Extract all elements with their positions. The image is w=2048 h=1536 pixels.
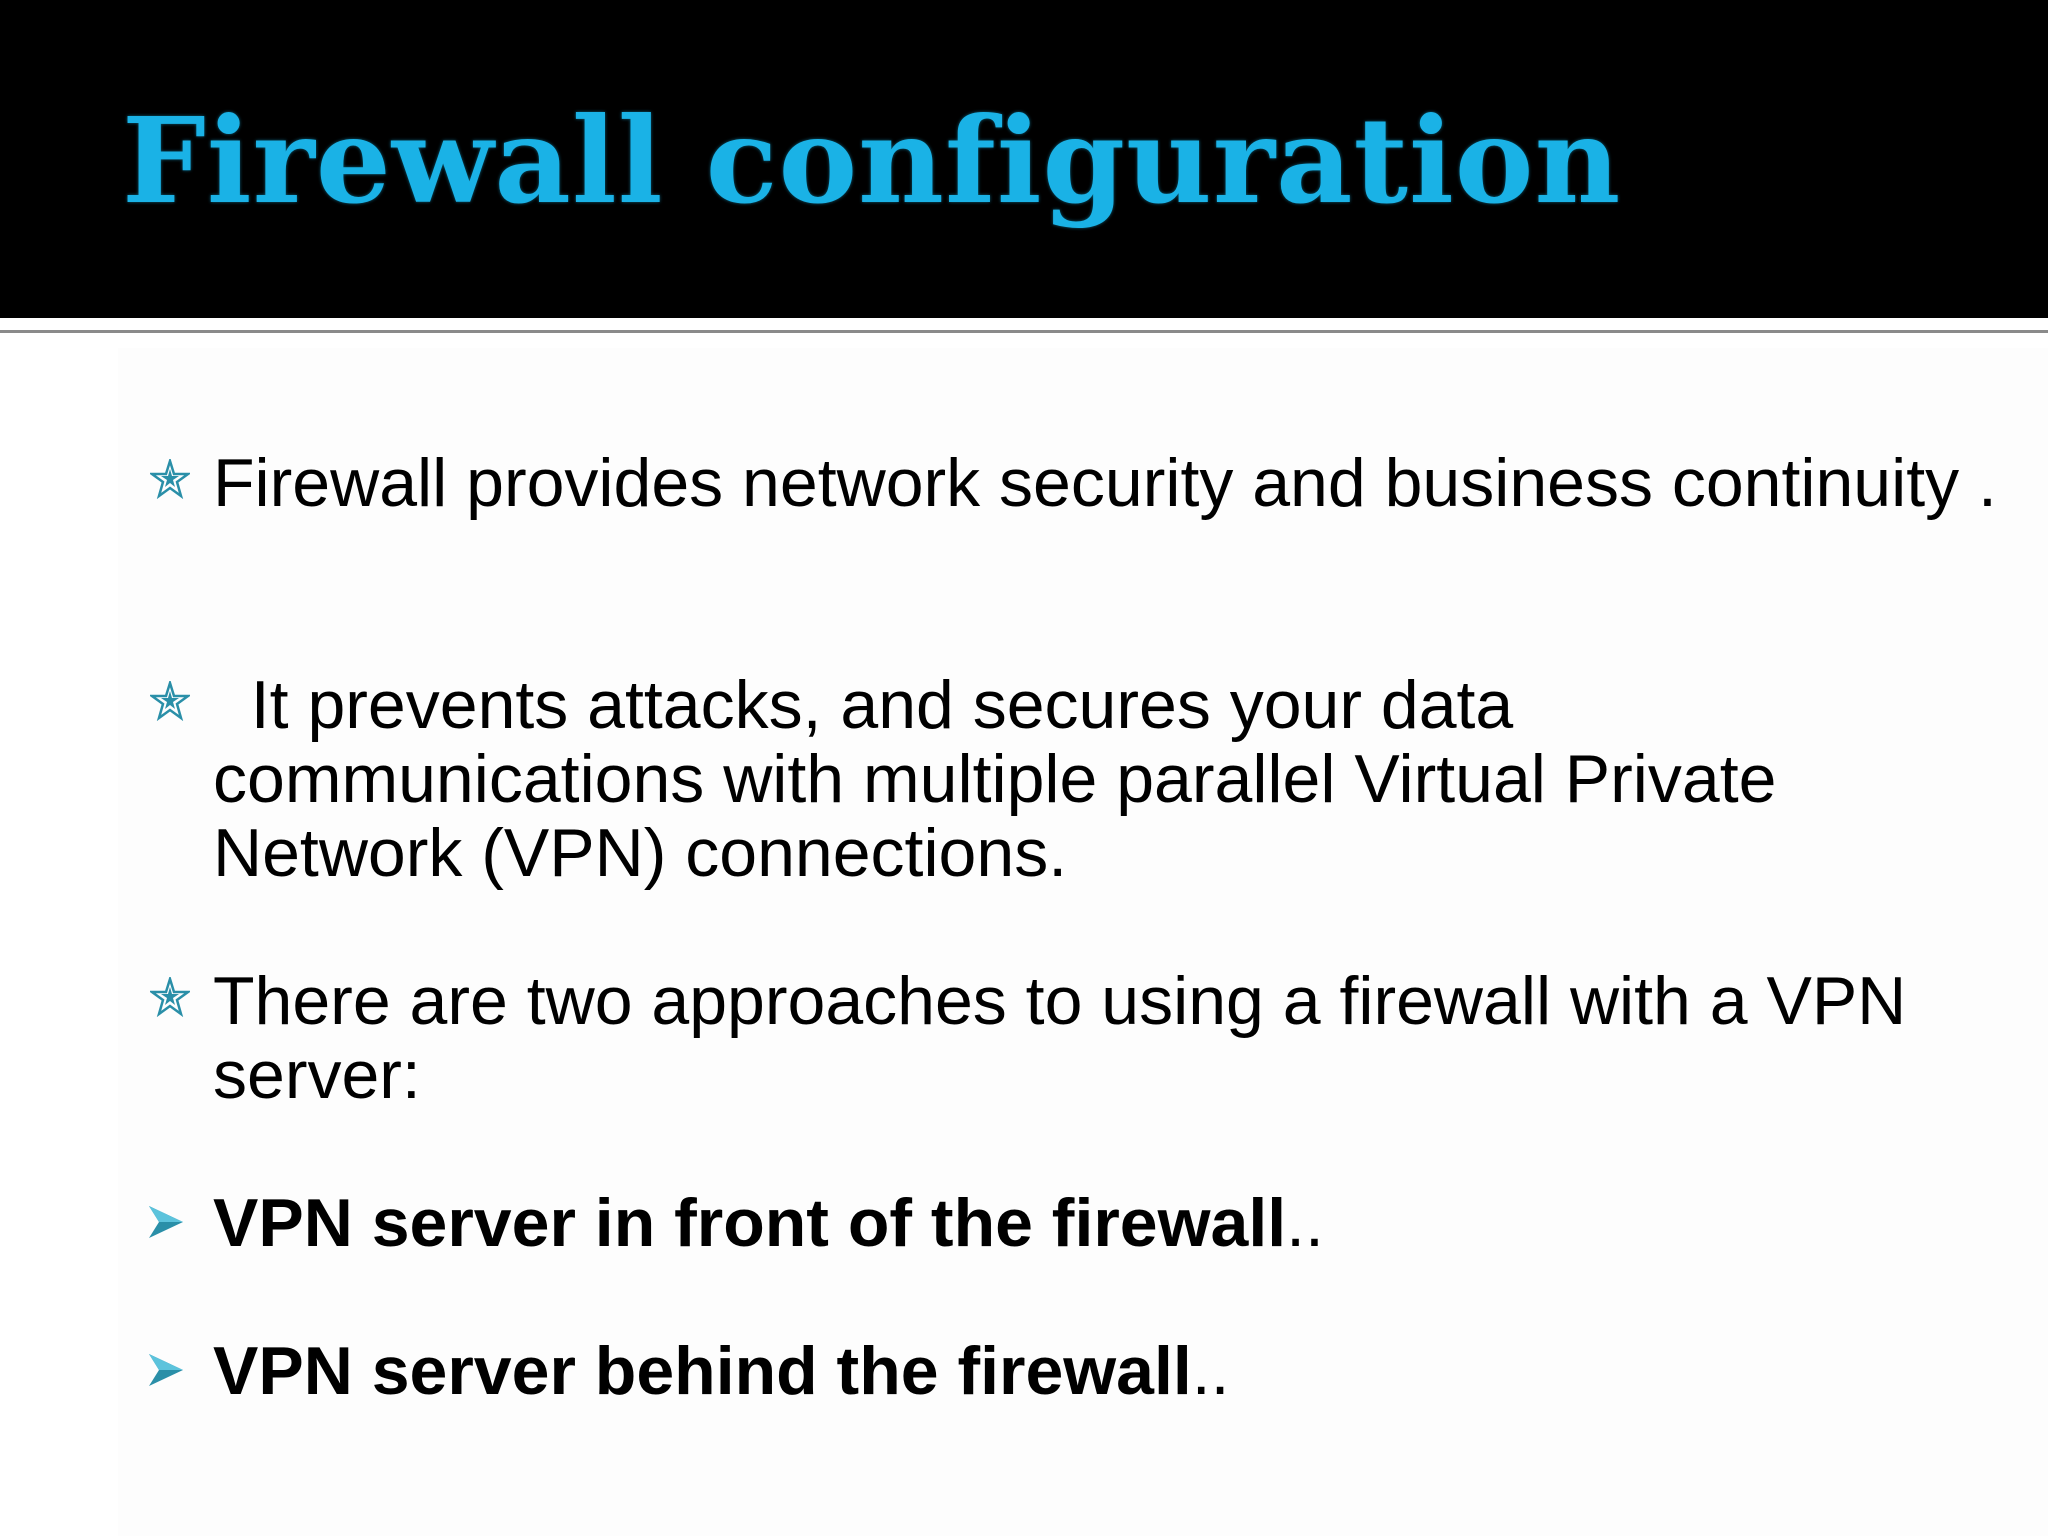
bullet-text: There are two approaches to using a fire… (213, 963, 1907, 1113)
title-separator-line (0, 330, 2048, 333)
subpoint-trail-text: .. (1286, 1185, 1324, 1261)
subpoint-trail-text: .. (1191, 1333, 1230, 1409)
bullet-text: Firewall provides network security and b… (213, 445, 1997, 521)
subpoint-text: VPN server behind the firewall.. (213, 1334, 2013, 1408)
subpoint-text: VPN server in front of the firewall.. (213, 1186, 2013, 1260)
arrow-icon (149, 1354, 183, 1386)
arrow-icon (149, 1206, 183, 1238)
bullet-text: It prevents attacks, and secures your da… (213, 667, 1777, 891)
title-separator-gap (0, 318, 2048, 328)
subpoint-bold-text: VPN server in front of the firewall (213, 1185, 1287, 1261)
star-icon (150, 681, 190, 721)
star-icon (150, 459, 190, 499)
star-icon (150, 977, 190, 1017)
title-bar: Firewall configuration (0, 0, 2048, 318)
subpoint-bold-text: VPN server behind the firewall (213, 1333, 1192, 1409)
slide-title: Firewall configuration (122, 91, 1622, 230)
content-panel (118, 348, 2048, 1536)
